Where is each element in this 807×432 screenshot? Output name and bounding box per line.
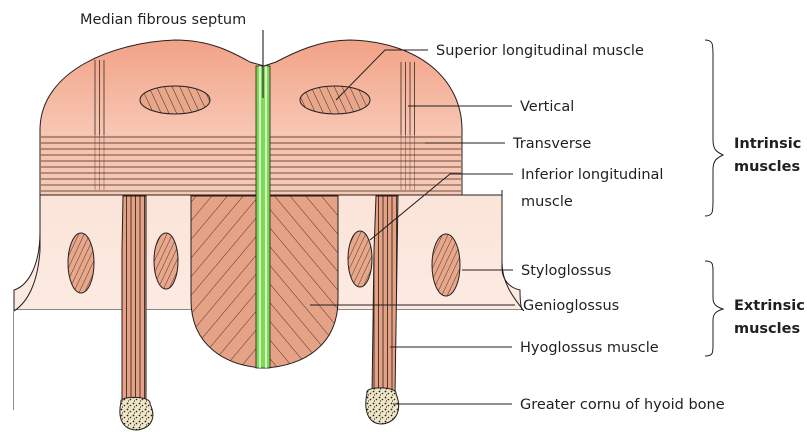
label-transverse: Transverse (512, 136, 591, 152)
styloglossus-left-inner (154, 233, 178, 289)
hyoglossus-left (122, 196, 146, 410)
label-vertical: Vertical (520, 99, 574, 115)
label-inferior-longitudinal-line2: muscle (521, 194, 573, 210)
group-label-extrinsic-line2: muscles (734, 321, 800, 337)
superior-longitudinal-left (140, 86, 210, 114)
label-inferior-longitudinal-line1: Inferior longitudinal (521, 167, 663, 183)
group-label-intrinsic-line1: Intrinsic (734, 136, 801, 152)
hyoid-cornu-left (120, 397, 153, 430)
label-greater-cornu-hyoid-bone: Greater cornu of hyoid bone (520, 397, 725, 413)
styloglossus-left-outer (68, 233, 94, 293)
hyoglossus-right (372, 196, 398, 403)
superior-longitudinal-right (300, 86, 370, 114)
transverse-band (40, 135, 462, 195)
label-hyoglossus-muscle: Hyoglossus muscle (520, 340, 659, 356)
label-superior-longitudinal-muscle: Superior longitudinal muscle (436, 43, 644, 59)
extrinsic-brace (705, 261, 723, 356)
intrinsic-brace (705, 40, 723, 216)
label-median-fibrous-septum: Median fibrous septum (80, 12, 246, 28)
group-label-intrinsic-line2: muscles (734, 159, 800, 175)
hyoid-cornu-right (366, 388, 399, 424)
styloglossus-right-inner (348, 231, 372, 287)
group-label-extrinsic-line1: Extrinsic (734, 298, 805, 314)
styloglossus-right-outer (432, 234, 460, 296)
label-genioglossus: Genioglossus (523, 298, 619, 314)
median-fibrous-septum (256, 30, 270, 368)
label-styloglossus: Styloglossus (521, 263, 611, 279)
